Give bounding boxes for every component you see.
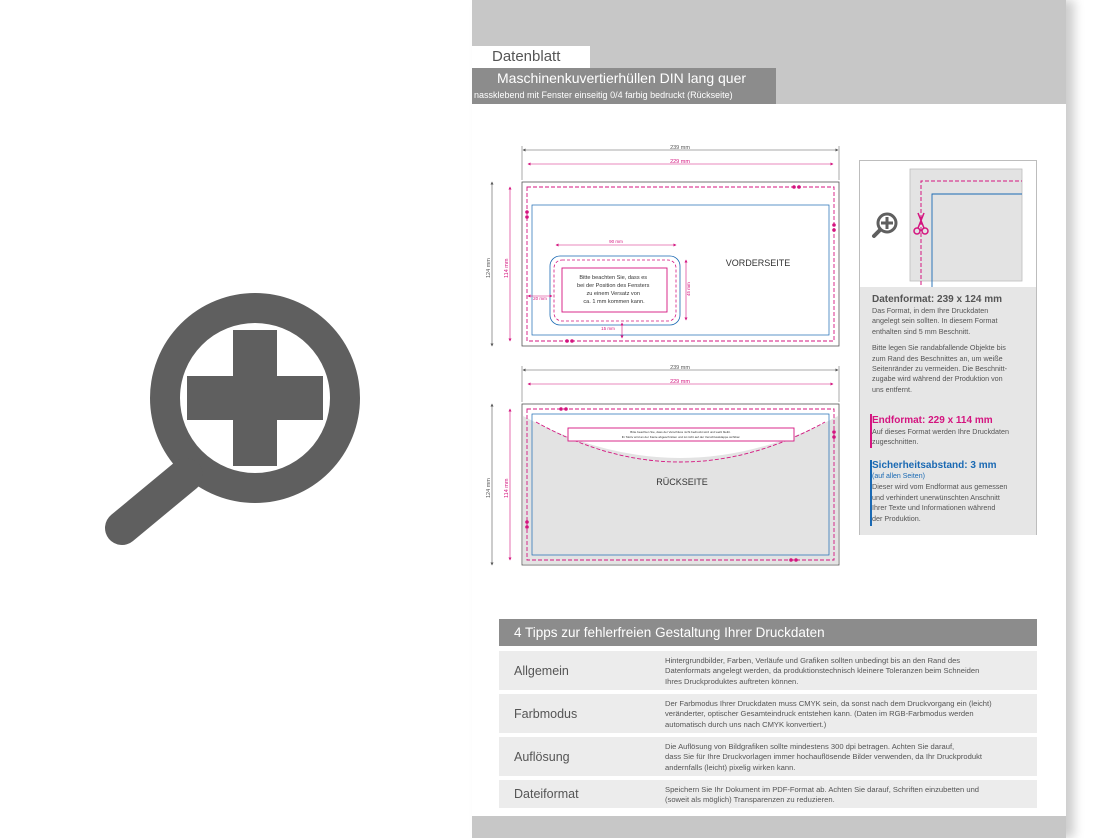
scissors-icon <box>565 339 574 343</box>
legend-thumbnail <box>860 161 1036 291</box>
tip-text: Der Farbmodus Ihrer Druckdaten muss CMYK… <box>665 699 1027 730</box>
tip-line: Hintergrundbilder, Farben, Verläufe und … <box>665 656 961 665</box>
sicherheit-line: und verhindert unerwünschten Anschnitt <box>872 492 1000 502</box>
front-inner-dim: 229 mm <box>670 159 690 165</box>
sicherheit-marker <box>870 460 872 526</box>
sicherheit-line: der Produktion. <box>872 513 921 523</box>
datenformat-section: Datenformat: 239 x 124 mm Das Format, in… <box>872 294 1030 395</box>
tip-line: Ihres Druckproduktes auftreten können. <box>665 676 799 686</box>
back-height-outer: 124 mm <box>486 478 492 498</box>
datenformat-line: enthalten sind 5 mm Beschnitt. <box>872 326 971 336</box>
window-bottom-dim: 15 mm <box>601 326 615 331</box>
flap-note-line: Ihr Motiv wird an der Kante abgeschnitte… <box>622 435 741 439</box>
tip-label: Allgemein <box>514 663 569 678</box>
format-legend: Datenformat: 239 x 124 mm Das Format, in… <box>859 160 1037 535</box>
tip-text: Hintergrundbilder, Farben, Verläufe und … <box>665 656 1027 687</box>
datenformat-line: Das Format, in dem Ihre Druckdaten <box>872 306 989 315</box>
window-left-dim: 20 mm <box>533 296 547 301</box>
zoom-in-icon <box>872 212 898 238</box>
flap-note-line: Bitte beachten Sie, dass der Verschluss … <box>630 430 731 434</box>
tip-label: Auflösung <box>514 749 570 764</box>
datasheet-page: Datenblatt Maschinenkuvertierhüllen DIN … <box>472 0 1066 838</box>
sicherheit-line: Ihrer Texte und Informationen während <box>872 503 996 513</box>
datenformat-title: Datenformat: 239 x 124 mm <box>872 294 1003 305</box>
front-height-outer: 124 mm <box>486 258 492 278</box>
tip-line: veränderter, optischer Gesamteindruck en… <box>665 709 974 719</box>
scissors-icon <box>525 210 529 219</box>
tips-heading: 4 Tipps zur fehlerfreien Gestaltung Ihre… <box>499 619 1037 646</box>
tip-text: Die Auflösung von Bildgrafiken sollte mi… <box>665 742 1027 773</box>
tip-row: Allgemein Hintergrundbilder, Farben, Ver… <box>499 651 1037 690</box>
sicherheit-line: Dieser wird vom Endformat aus gemessen <box>872 482 1008 492</box>
window-width-dim: 90 mm <box>609 239 623 244</box>
tip-line: automatisch durch uns nach CMYK konverti… <box>665 719 827 729</box>
datasheet-tab-label: Datenblatt <box>472 46 590 68</box>
front-height-inner: 114 mm <box>504 258 510 278</box>
tip-line: Die Auflösung von Bildgrafiken sollte mi… <box>665 742 955 751</box>
tip-line: dass Sie für Ihre Druckvorlagen immer ho… <box>665 752 982 762</box>
endformat-line: Auf dieses Format werden Ihre Druckdaten <box>872 427 1010 436</box>
scissors-icon <box>913 212 929 235</box>
tips-table: Allgemein Hintergrundbilder, Farben, Ver… <box>499 651 1037 812</box>
endformat-marker <box>870 414 872 448</box>
zoom-in-icon[interactable] <box>100 225 360 550</box>
scissors-icon <box>559 407 568 411</box>
scissors-icon <box>792 185 801 189</box>
tip-label: Dateiformat <box>514 787 579 801</box>
window-note-line: zu einem Versatz von <box>586 291 639 297</box>
tip-line: (soweit als möglich) Transparenzen zu re… <box>665 795 835 805</box>
back-height-inner: 114 mm <box>504 478 510 498</box>
front-outer-dim: 239 mm <box>670 145 690 151</box>
back-side: 239 mm 229 mm Bitte beachten Sie, dass d… <box>486 365 840 566</box>
front-label: VORDERSEITE <box>726 258 791 268</box>
legend-text: Datenformat: 239 x 124 mm Das Format, in… <box>860 287 1036 535</box>
datenformat-line: zugabe wird während der Produktion von <box>872 374 1003 384</box>
front-side: 239 mm 229 mm 124 mm 114 mm VORDERSEITE … <box>486 145 840 347</box>
window-note-line: Bitte beachten Sie, dass es <box>579 275 647 281</box>
scissors-icon <box>789 558 798 562</box>
tip-line: Datenformats angelegt werden, da produkt… <box>665 666 980 676</box>
sicherheit-subtitle: (auf allen Seiten) <box>872 473 925 480</box>
datenformat-line: Seitenränder zu vermeiden. Die Beschnitt… <box>872 364 1008 374</box>
product-subtitle: nassklebend mit Fenster einseitig 0/4 fa… <box>474 90 733 100</box>
scissors-icon <box>832 223 836 232</box>
tip-line: Der Farbmodus Ihrer Druckdaten muss CMYK… <box>665 699 992 708</box>
endformat-section: Endformat: 229 x 114 mm Auf dieses Forma… <box>872 415 1030 448</box>
scissors-icon <box>832 430 836 439</box>
tip-line: Speichern Sie Ihr Dokument im PDF-Format… <box>665 785 980 794</box>
back-outer-dim: 239 mm <box>670 365 690 371</box>
scissors-icon <box>525 520 529 529</box>
window-note-line: ca. 1 mm kommen kann. <box>583 299 645 305</box>
sicherheit-section: Sicherheitsabstand: 3 mm (auf allen Seit… <box>872 460 1030 524</box>
tip-text: Speichern Sie Ihr Dokument im PDF-Format… <box>665 785 1027 806</box>
tip-row: Auflösung Die Auflösung von Bildgrafiken… <box>499 737 1037 776</box>
envelope-diagram: 239 mm 229 mm 124 mm 114 mm VORDERSEITE … <box>486 145 840 566</box>
datenformat-line: zum Rand des Beschnittes an, um weiße <box>872 353 1003 363</box>
title-box: Maschinenkuvertierhüllen DIN lang quer n… <box>472 68 776 104</box>
window-height-dim: 45 mm <box>686 282 691 296</box>
svg-text:Bitte beachten Sie, dass es: Bitte beachten Sie, dass es bei der Posi… <box>577 275 651 305</box>
datenformat-line: Bitte legen Sie randabfallende Objekte b… <box>872 343 1006 353</box>
sicherheit-title: Sicherheitsabstand: 3 mm <box>872 460 997 471</box>
tip-label: Farbmodus <box>514 706 578 721</box>
svg-text:Bitte beachten Sie, dass der V: Bitte beachten Sie, dass der Verschluss … <box>622 430 741 439</box>
datenformat-line: angelegt sein sollten. In diesem Format <box>872 316 998 326</box>
back-label: RÜCKSEITE <box>656 477 708 487</box>
back-inner-dim: 229 mm <box>670 379 690 385</box>
window-note-line: bei der Position des Fensters <box>577 283 650 289</box>
datenformat-line: uns entfernt. <box>872 384 912 394</box>
tip-row: Dateiformat Speichern Sie Ihr Dokument i… <box>499 780 1037 808</box>
endformat-line: zugeschnitten. <box>872 437 919 447</box>
tip-row: Farbmodus Der Farbmodus Ihrer Druckdaten… <box>499 694 1037 733</box>
footer-band <box>472 816 1066 838</box>
tip-line: andernfalls (leicht) pixelig wirken kann… <box>665 762 796 772</box>
product-title: Maschinenkuvertierhüllen DIN lang quer <box>497 70 747 86</box>
endformat-title: Endformat: 229 x 114 mm <box>872 415 993 426</box>
